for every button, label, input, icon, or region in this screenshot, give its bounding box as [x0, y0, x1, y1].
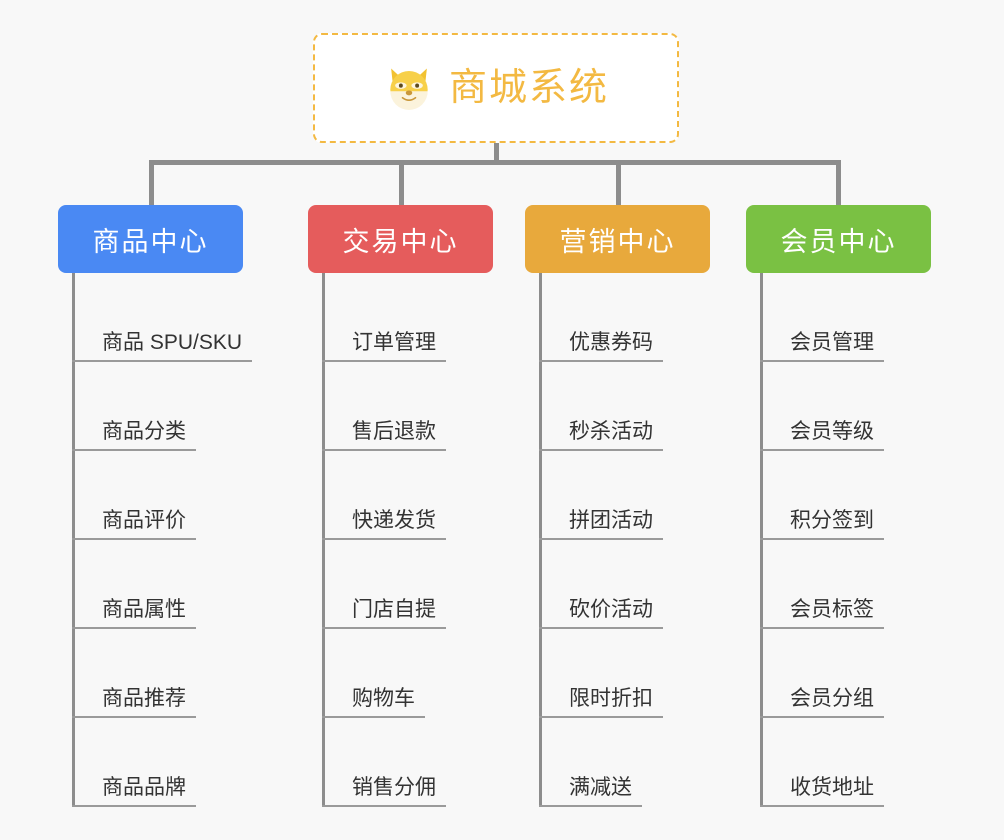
leaf-label: 会员标签 [790, 598, 874, 621]
branch-spine-2 [539, 273, 542, 807]
branch-column-1: 交易中心 订单管理 售后退款 快递发货 门店自提 购物车 [308, 205, 528, 807]
leaf-label: 销售分佣 [352, 776, 436, 799]
leaf-underline [539, 360, 663, 362]
list-item[interactable]: 会员管理 [746, 273, 946, 362]
list-item[interactable]: 限时折扣 [525, 629, 735, 718]
leaf-underline [539, 716, 663, 718]
leaf-label: 购物车 [352, 687, 415, 710]
leaf-label: 会员等级 [790, 420, 874, 443]
leaf-underline [322, 449, 446, 451]
leaf-label: 秒杀活动 [569, 420, 653, 443]
leaf-list-0: 商品 SPU/SKU 商品分类 商品评价 商品属性 商品推荐 商品品牌 [58, 273, 318, 807]
leaf-underline [72, 449, 196, 451]
leaf-label: 收货地址 [790, 776, 874, 799]
leaf-label: 商品 SPU/SKU [102, 331, 243, 354]
list-item[interactable]: 商品分类 [58, 362, 318, 451]
leaf-label: 快递发货 [352, 509, 436, 532]
horizontal-bus-connector [150, 160, 840, 165]
leaf-underline [322, 627, 446, 629]
leaf-label: 拼团活动 [569, 509, 653, 532]
leaf-label: 商品品牌 [102, 776, 186, 799]
list-item[interactable]: 会员等级 [746, 362, 946, 451]
root-title: 商城系统 [448, 67, 609, 109]
list-item[interactable]: 快递发货 [308, 451, 528, 540]
list-item[interactable]: 拼团活动 [525, 451, 735, 540]
drop-connector-1 [399, 160, 404, 205]
leaf-underline [72, 805, 196, 807]
root-node[interactable]: 商城系统 [313, 33, 679, 143]
drop-connector-3 [836, 160, 841, 205]
root-stem-connector [494, 143, 499, 164]
leaf-underline [322, 805, 446, 807]
leaf-underline [539, 449, 663, 451]
branch-spine-0 [72, 273, 75, 807]
leaf-underline [72, 538, 196, 540]
leaf-underline [72, 716, 196, 718]
branch-column-3: 会员中心 会员管理 会员等级 积分签到 会员标签 会员分组 [746, 205, 946, 807]
leaf-label: 商品属性 [102, 598, 186, 621]
leaf-underline [72, 627, 196, 629]
leaf-list-3: 会员管理 会员等级 积分签到 会员标签 会员分组 收货地址 [746, 273, 946, 807]
list-item[interactable]: 秒杀活动 [525, 362, 735, 451]
list-item[interactable]: 订单管理 [308, 273, 528, 362]
leaf-label: 积分签到 [790, 509, 874, 532]
branch-header-0[interactable]: 商品中心 [58, 205, 243, 273]
branch-spine-1 [322, 273, 325, 807]
leaf-label: 限时折扣 [569, 687, 653, 710]
leaf-underline [539, 538, 663, 540]
list-item[interactable]: 购物车 [308, 629, 528, 718]
leaf-underline [760, 360, 884, 362]
leaf-label: 售后退款 [352, 420, 436, 443]
leaf-label: 订单管理 [352, 331, 436, 354]
list-item[interactable]: 商品属性 [58, 540, 318, 629]
drop-connector-2 [616, 160, 621, 205]
leaf-label: 会员管理 [790, 331, 874, 354]
leaf-underline [760, 538, 884, 540]
leaf-list-2: 优惠券码 秒杀活动 拼团活动 砍价活动 限时折扣 满减送 [525, 273, 735, 807]
leaf-underline [539, 627, 663, 629]
leaf-underline [760, 805, 884, 807]
leaf-underline [760, 627, 884, 629]
list-item[interactable]: 商品 SPU/SKU [58, 273, 318, 362]
leaf-label: 商品推荐 [102, 687, 186, 710]
branch-column-0: 商品中心 商品 SPU/SKU 商品分类 商品评价 商品属性 商品推荐 [58, 205, 318, 807]
list-item[interactable]: 商品品牌 [58, 718, 318, 807]
list-item[interactable]: 优惠券码 [525, 273, 735, 362]
leaf-underline [72, 360, 252, 362]
leaf-list-1: 订单管理 售后退款 快递发货 门店自提 购物车 销售分佣 [308, 273, 528, 807]
leaf-label: 商品分类 [102, 420, 186, 443]
list-item[interactable]: 商品评价 [58, 451, 318, 540]
leaf-underline [322, 716, 425, 718]
leaf-underline [322, 538, 446, 540]
leaf-underline [539, 805, 642, 807]
leaf-label: 优惠券码 [569, 331, 653, 354]
leaf-label: 砍价活动 [569, 598, 653, 621]
leaf-underline [322, 360, 446, 362]
list-item[interactable]: 满减送 [525, 718, 735, 807]
leaf-label: 满减送 [569, 776, 632, 799]
branch-header-1[interactable]: 交易中心 [308, 205, 493, 273]
branch-header-3[interactable]: 会员中心 [746, 205, 931, 273]
list-item[interactable]: 会员标签 [746, 540, 946, 629]
list-item[interactable]: 收货地址 [746, 718, 946, 807]
leaf-label: 商品评价 [102, 509, 186, 532]
branch-column-2: 营销中心 优惠券码 秒杀活动 拼团活动 砍价活动 限时折扣 [525, 205, 735, 807]
list-item[interactable]: 砍价活动 [525, 540, 735, 629]
branch-header-2[interactable]: 营销中心 [525, 205, 710, 273]
list-item[interactable]: 商品推荐 [58, 629, 318, 718]
list-item[interactable]: 售后退款 [308, 362, 528, 451]
branch-spine-3 [760, 273, 763, 807]
leaf-underline [760, 449, 884, 451]
leaf-label: 会员分组 [790, 687, 874, 710]
list-item[interactable]: 销售分佣 [308, 718, 528, 807]
shiba-dog-face-icon [383, 62, 435, 114]
list-item[interactable]: 门店自提 [308, 540, 528, 629]
list-item[interactable]: 会员分组 [746, 629, 946, 718]
leaf-label: 门店自提 [352, 598, 436, 621]
drop-connector-0 [149, 160, 154, 205]
leaf-underline [760, 716, 884, 718]
list-item[interactable]: 积分签到 [746, 451, 946, 540]
